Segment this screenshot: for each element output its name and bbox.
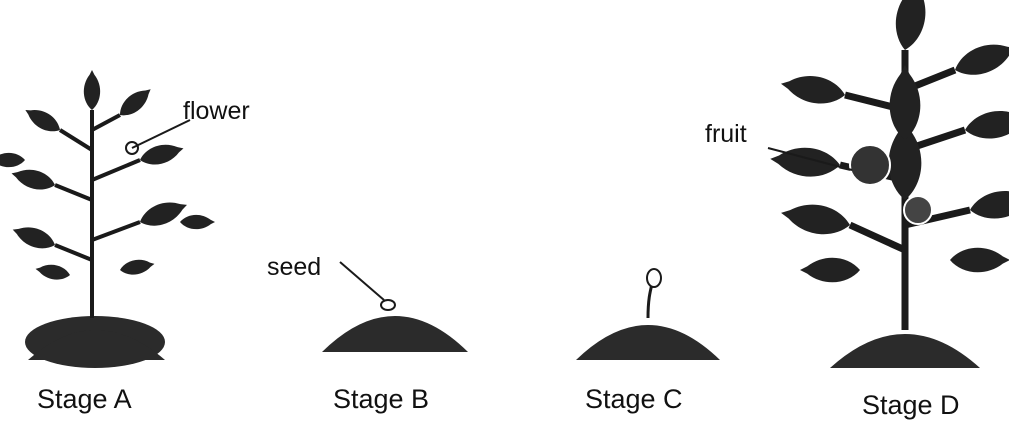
stage-c-seedling [576, 268, 720, 360]
flower-pointer-line [131, 119, 191, 149]
flower-label: flower [183, 97, 250, 125]
stage-a-stem [54, 110, 141, 318]
stage-b-soil-with-seed [322, 261, 468, 352]
stage-a-label: Stage A [37, 384, 132, 414]
seed-label: seed [267, 253, 322, 281]
stage-c-label: Stage C [585, 384, 683, 414]
stage-b-seed [380, 299, 396, 311]
stage-b-label: Stage B [333, 384, 430, 414]
stage-d-plant [767, 0, 1009, 368]
seed-pointer-line [339, 261, 385, 301]
stage-a-plant [0, 70, 215, 368]
stage-c-sprout [646, 283, 654, 319]
fruit-pointer-line [767, 147, 853, 171]
stage-d-label: Stage D [862, 390, 960, 420]
fruit-label: fruit [705, 120, 747, 148]
stage-d-fruit [849, 144, 891, 186]
